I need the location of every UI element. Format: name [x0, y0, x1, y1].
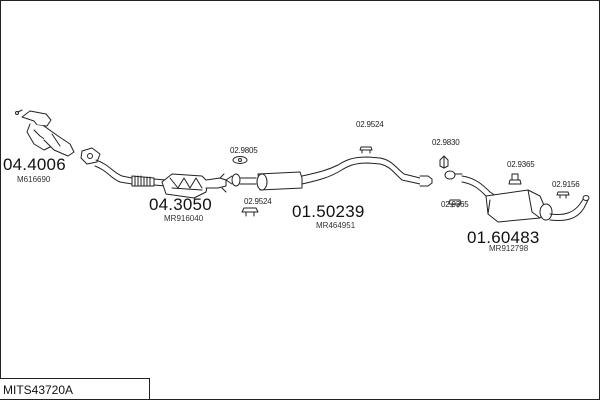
- assembly-code: MITS43720A: [3, 383, 74, 397]
- front-pipe-ref: M616690: [17, 175, 51, 184]
- assembly-code-box: MITS43720A: [0, 378, 150, 399]
- clamp-1-drawing: [439, 155, 449, 169]
- fitting-label-gasket-1: 02.9805: [230, 146, 258, 155]
- catalyst-ref: MR916040: [164, 214, 204, 223]
- connector-drawing: [225, 173, 257, 187]
- rear-silencer-ref: MR912798: [489, 244, 529, 253]
- rear-connector-drawing: [444, 170, 463, 180]
- mount-3-drawing: [508, 173, 522, 185]
- catalyst-drawing: [161, 173, 227, 199]
- middle-silencer-ref: MR464951: [316, 221, 356, 230]
- front-pipe-number: 04.4006: [3, 155, 66, 174]
- middle-silencer-number: 01.50239: [292, 202, 365, 221]
- fitting-label-mount-4: 02.9365: [441, 200, 469, 209]
- middle-silencer-drawing: [256, 156, 433, 191]
- rear-silencer-drawing: [461, 175, 590, 223]
- fitting-label-mount-2: 02.9524: [244, 197, 272, 206]
- mount-4-drawing: [448, 199, 462, 208]
- gasket-1-drawing: [232, 156, 248, 164]
- fitting-label-mount-3: 02.9365: [507, 160, 535, 169]
- catalyst-number: 04.3050: [149, 195, 212, 214]
- fitting-label-mount-5: 02.9156: [552, 180, 580, 189]
- fitting-label-mount-1: 02.9524: [356, 120, 384, 129]
- fitting-label-clamp-1: 02.9830: [432, 138, 460, 147]
- rear-silencer-number: 01.60483: [467, 228, 540, 247]
- mount-1-drawing: [359, 146, 373, 154]
- mount-2-drawing: [241, 207, 259, 217]
- front-pipe-drawing: [15, 109, 167, 187]
- mount-5-drawing: [556, 191, 570, 199]
